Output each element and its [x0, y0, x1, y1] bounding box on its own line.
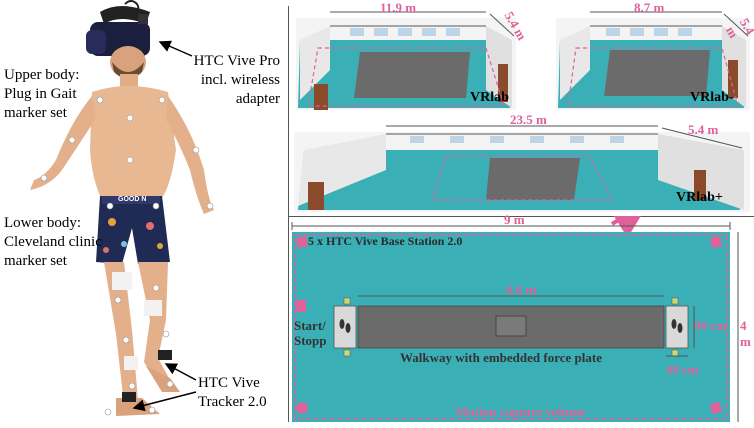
walkway-label: Walkway with embedded force plate — [400, 350, 602, 365]
vrlab-width: 11.9 m — [380, 0, 417, 15]
walkway-length: 6.6 m — [506, 282, 537, 297]
shorts — [96, 196, 170, 264]
tracker-icon — [122, 392, 136, 402]
lower-body-label: Lower body: Cleveland clinic marker set — [4, 215, 102, 269]
vr-headset-icon — [86, 0, 150, 56]
horizontal-divider — [288, 216, 754, 217]
room-vrlab-plus — [294, 125, 750, 212]
vrlab-minus-width: 8.7 m — [634, 0, 665, 15]
shorts-text: GOOD N — [118, 196, 147, 203]
floorplan-height: 4 m — [740, 318, 751, 349]
start-stop-label: Start/ Stopp — [294, 318, 327, 348]
tracker-icon — [158, 350, 172, 360]
base-station-label: 5 x HTC Vive Base Station 2.0 — [308, 234, 463, 248]
room-vrlab-minus — [556, 11, 750, 110]
pad-width: 90 cm — [694, 318, 727, 333]
pad-depth: 40 cm — [666, 362, 699, 377]
tracker-label: HTC Vive Tracker 2.0 — [198, 375, 267, 410]
capture-volume-label: Motion capture volume — [456, 404, 586, 419]
headset-label: HTC Vive Pro incl. wireless adapter — [193, 53, 280, 107]
footprint-icons — [339, 319, 683, 333]
vrlab-minus-name: VRlab- — [690, 90, 734, 105]
vrlab-plus-width: 23.5 m — [510, 112, 547, 127]
base-station-icons — [296, 236, 722, 414]
floorplan — [291, 216, 739, 422]
label-arrows — [132, 40, 197, 412]
room-vrlab — [296, 11, 516, 110]
vrlab-name: VRlab — [470, 90, 509, 105]
reflective-markers — [40, 96, 214, 416]
upper-body-label: Upper body: Plug in Gait marker set — [4, 67, 80, 121]
vrlab-plus-depth: 5.4 m — [688, 122, 719, 137]
floorplan-width: 9 m — [504, 212, 525, 227]
vrlab-plus-name: VRlab+ — [676, 190, 723, 205]
person-illustration — [30, 0, 214, 416]
vertical-divider — [288, 6, 289, 422]
rooms-illustration — [294, 11, 750, 212]
